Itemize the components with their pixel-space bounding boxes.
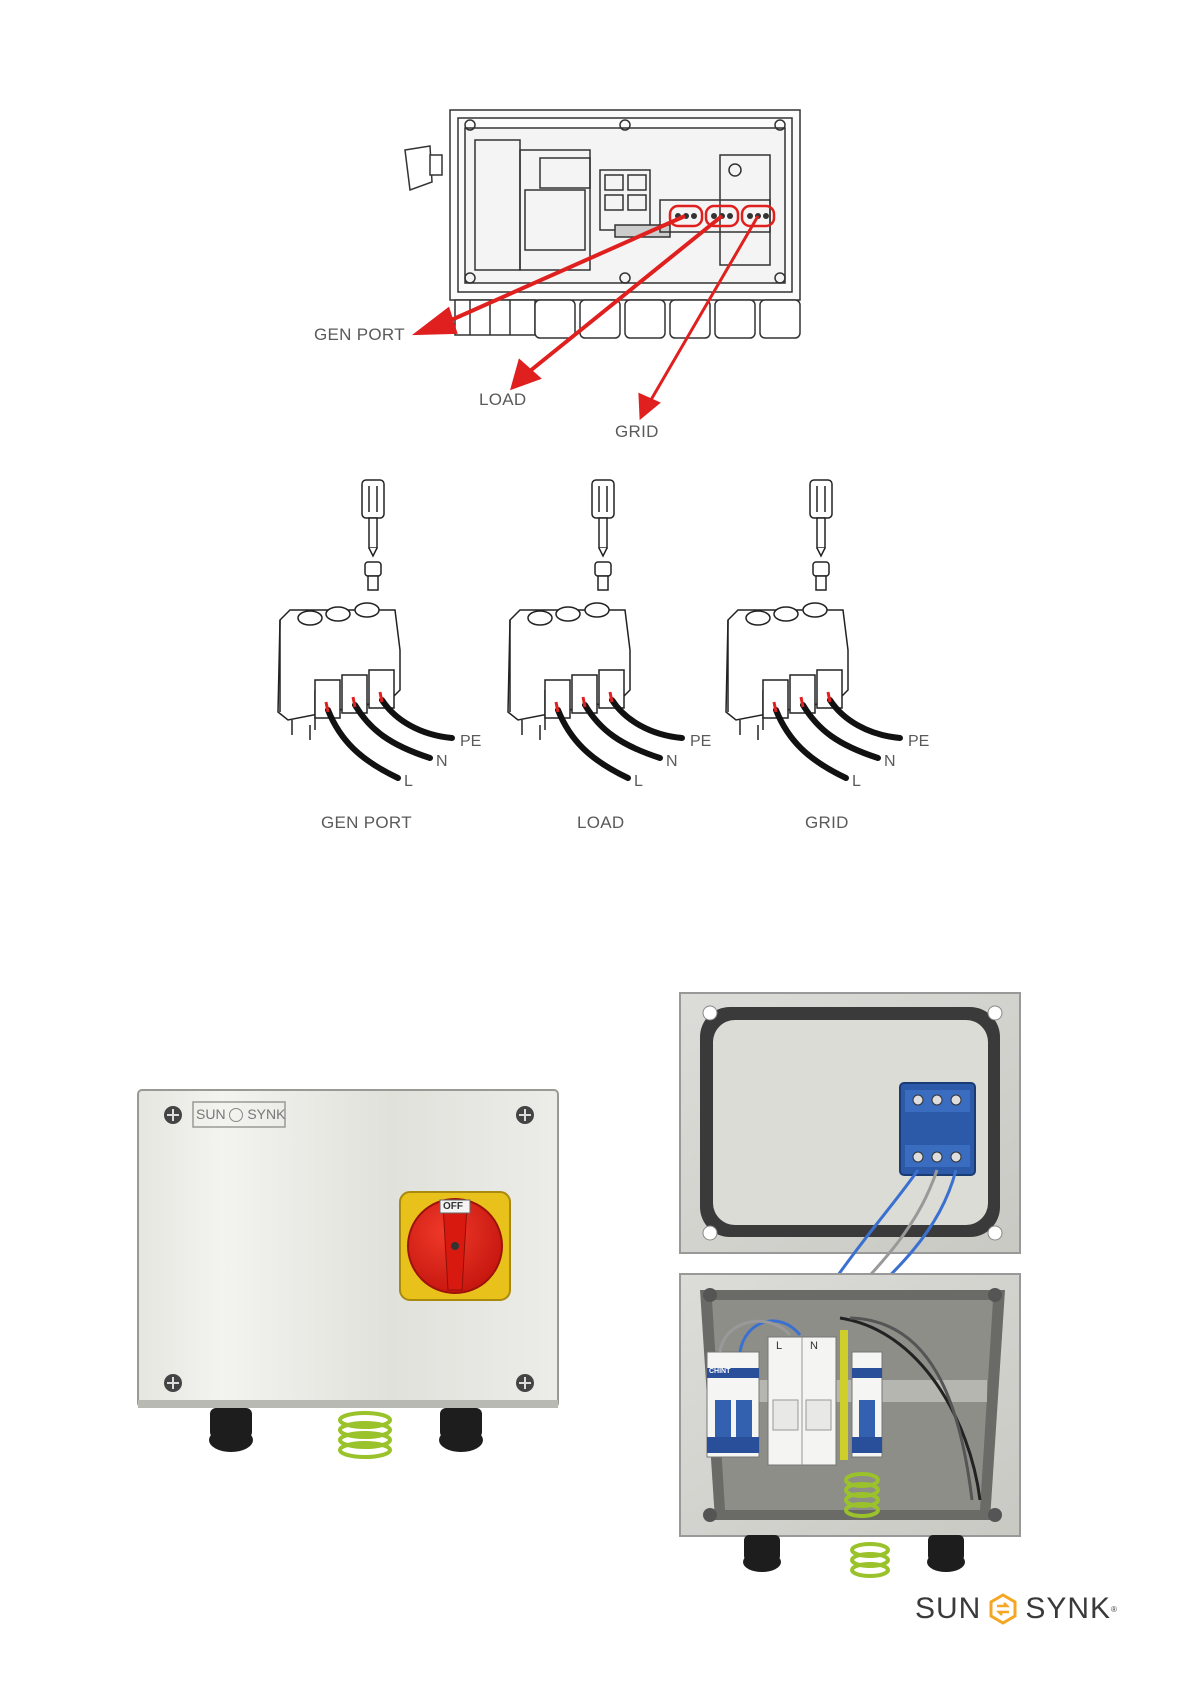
inverter-housing — [405, 110, 800, 338]
terminal-2-pe-label: PE — [690, 733, 711, 751]
terminal-block-3 — [726, 480, 900, 778]
breaker-enclosure-base — [680, 1274, 1020, 1576]
gen-port-label: GEN PORT — [314, 325, 405, 345]
logo-right-text: SYNK — [1025, 1592, 1111, 1626]
earth-coil — [340, 1413, 390, 1457]
isolator-brand-right: SYNK — [247, 1106, 285, 1122]
sunsynk-logo-icon — [987, 1593, 1019, 1625]
load-label: LOAD — [479, 390, 527, 410]
terminal-2-l-label: L — [634, 773, 643, 791]
surge-protector — [768, 1337, 836, 1465]
terminal-3-caption: GRID — [805, 813, 849, 833]
isolator-enclosure — [138, 1090, 558, 1457]
terminal-1-l-label: L — [404, 773, 413, 791]
grid-label: GRID — [615, 422, 659, 442]
terminal-1-caption: GEN PORT — [321, 813, 412, 833]
terminal-2-n-label: N — [666, 753, 678, 771]
screwdriver-icon — [810, 480, 832, 556]
screwdriver-icon — [362, 480, 384, 556]
terminal-block-1 — [278, 480, 452, 778]
logo-left-text: SUN — [915, 1592, 981, 1626]
terminal-3-n-label: N — [884, 753, 896, 771]
switch-state-label: OFF — [443, 1201, 463, 1212]
spd-n-label: N — [810, 1340, 818, 1352]
sunsynk-logo: SUN SYNK® — [915, 1592, 1118, 1626]
terminal-2-caption: LOAD — [577, 813, 625, 833]
screwdriver-icon — [592, 480, 614, 556]
terminal-3-pe-label: PE — [908, 733, 929, 751]
single-pole-breaker — [852, 1352, 882, 1457]
isolator-brand: SUN SYNK — [196, 1106, 285, 1122]
breaker-brand-label: CHINT — [709, 1368, 730, 1375]
terminal-1-pe-label: PE — [460, 733, 481, 751]
terminal-3-l-label: L — [852, 773, 861, 791]
terminal-block-2 — [508, 480, 682, 778]
terminal-1-n-label: N — [436, 753, 448, 771]
isolator-brand-left: SUN — [196, 1106, 226, 1122]
spd-l-label: L — [776, 1340, 782, 1352]
sunsynk-mark-icon — [229, 1108, 243, 1122]
